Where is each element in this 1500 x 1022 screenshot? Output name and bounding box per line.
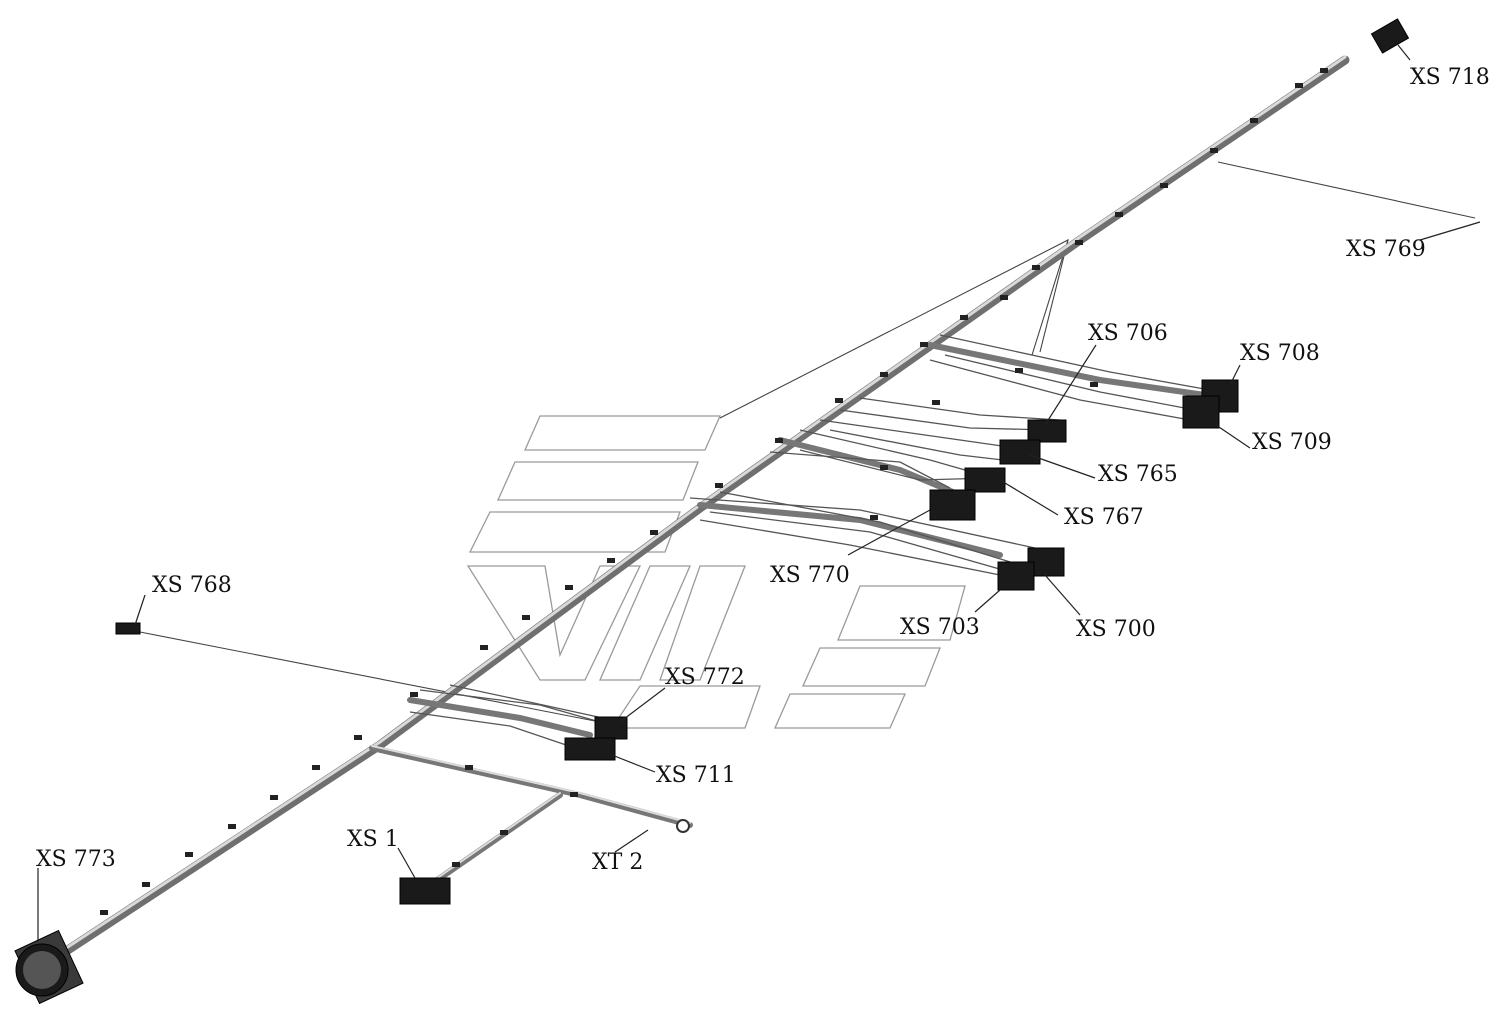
- label-xs772: XS 772: [665, 665, 745, 690]
- harness-clips: [100, 68, 1328, 915]
- label-xs769: XS 769: [1346, 237, 1426, 262]
- branch-xs700-xs703: [689, 491, 1036, 576]
- connector-xs706: [1027, 419, 1067, 443]
- main-trunk: [40, 55, 1350, 970]
- connector-xs1: [399, 877, 451, 905]
- connector-xs703: [997, 561, 1035, 591]
- label-xs718: XS 718: [1410, 65, 1490, 90]
- connector-xs709: [1182, 395, 1220, 429]
- label-xs711: XS 711: [656, 763, 736, 788]
- branch-xs1-xt2: [369, 745, 693, 888]
- connector-xs711: [564, 737, 616, 761]
- label-xs767: XS 767: [1064, 505, 1144, 530]
- label-xs700: XS 700: [1076, 617, 1156, 642]
- label-xs770: XS 770: [770, 563, 850, 588]
- label-xs773: XS 773: [36, 847, 116, 872]
- terminal-xt2: [676, 819, 690, 833]
- connector-xs765: [999, 439, 1041, 465]
- label-xt2: XT 2: [592, 850, 643, 875]
- label-xs708: XS 708: [1240, 341, 1320, 366]
- branch-xs711: [407, 684, 613, 749]
- label-xs1: XS 1: [347, 827, 399, 852]
- label-xs768: XS 768: [152, 573, 232, 598]
- connector-xs773: [14, 929, 84, 1005]
- thin-routing-wires: [139, 161, 1476, 723]
- label-xs703: XS 703: [900, 615, 980, 640]
- connector-xs770: [929, 489, 976, 521]
- watermark-logo: [466, 415, 966, 729]
- connector-xs767: [964, 467, 1006, 493]
- label-xs765: XS 765: [1098, 462, 1178, 487]
- leader-lines: [37, 44, 1481, 940]
- connector-xs718: [1370, 18, 1410, 54]
- connector-labels: XS 718 XS 769 XS 706 XS 708 XS 709 XS 76…: [36, 65, 1490, 875]
- connector-xs768: [115, 622, 141, 635]
- branch-xs708-xs709: [927, 334, 1211, 421]
- label-xs706: XS 706: [1088, 321, 1168, 346]
- label-xs709: XS 709: [1252, 430, 1332, 455]
